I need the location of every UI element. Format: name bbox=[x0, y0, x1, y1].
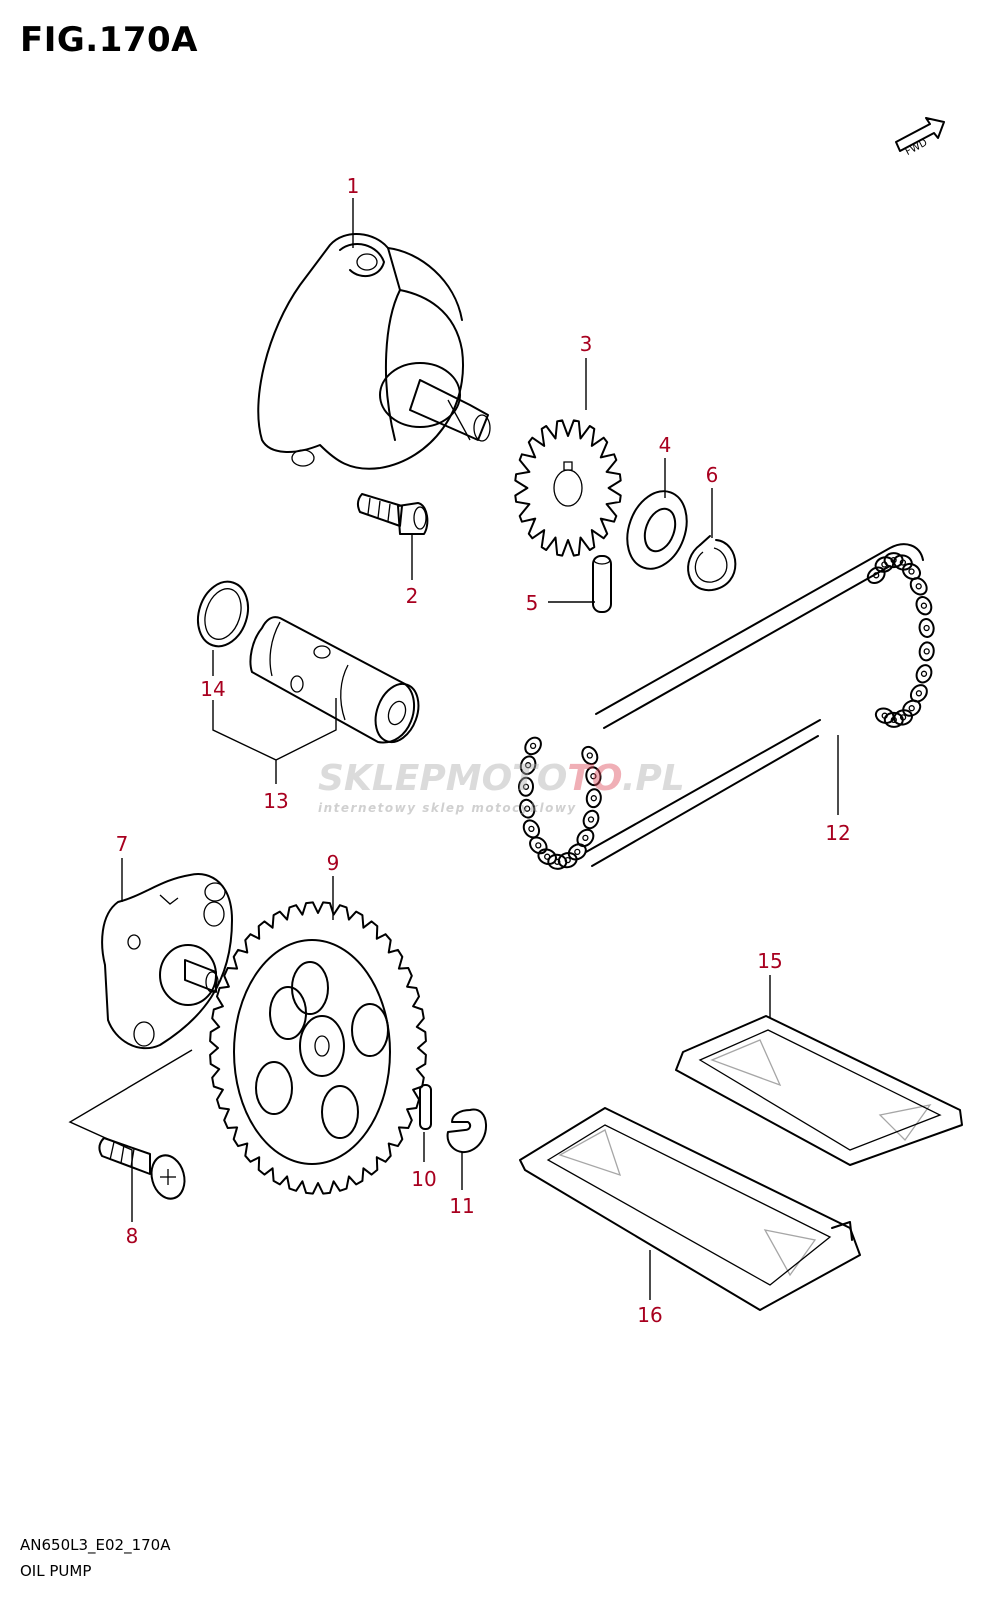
oil-pump-drive-chain-part bbox=[517, 543, 935, 870]
callout-10: 10 bbox=[411, 1167, 436, 1191]
oil-pump-driven-gear-part bbox=[209, 901, 427, 1195]
callout-7: 7 bbox=[116, 832, 129, 856]
pump-drive-sprocket-part bbox=[514, 419, 622, 557]
housing-screw-part bbox=[98, 1137, 186, 1200]
gear-pin-part bbox=[419, 1084, 432, 1130]
oil-strainer-lower-part bbox=[519, 1107, 861, 1311]
thrust-washer-part bbox=[626, 490, 688, 570]
callout-1: 1 bbox=[347, 174, 360, 198]
callout-5: 5 bbox=[526, 591, 539, 615]
callout-14: 14 bbox=[200, 677, 225, 701]
oil-pump-body-part bbox=[257, 232, 491, 470]
figure-name-label: OIL PUMP bbox=[20, 1562, 92, 1580]
figure-title: FIG.170A bbox=[20, 20, 198, 60]
callout-labels: 1 2 3 4 5 6 7 8 9 10 11 12 13 14 15 16 bbox=[116, 174, 851, 1327]
watermark-brand-c: .PL bbox=[622, 758, 685, 799]
model-code-label: AN650L3_E02_170A bbox=[20, 1536, 171, 1554]
callout-11: 11 bbox=[449, 1194, 474, 1218]
watermark-tagline: internetowy sklep motocyklowy bbox=[318, 801, 577, 815]
circlip-part bbox=[687, 535, 737, 592]
callout-15: 15 bbox=[757, 949, 782, 973]
callout-9: 9 bbox=[327, 851, 340, 875]
callout-2: 2 bbox=[406, 584, 419, 608]
callout-16: 16 bbox=[637, 1303, 662, 1327]
fwd-label: FWD bbox=[904, 137, 930, 158]
oil-strainer-upper-part bbox=[675, 1015, 963, 1166]
e-clip-part bbox=[446, 1108, 487, 1153]
leader-lines bbox=[68, 198, 839, 1300]
watermark-brand-b: TO bbox=[567, 758, 622, 799]
watermark: SKLEPMOTOTO.PL internetowy sklep motocyk… bbox=[318, 758, 685, 815]
forward-direction-arrow-icon: FWD bbox=[895, 117, 945, 158]
callout-4: 4 bbox=[659, 433, 672, 457]
callout-8: 8 bbox=[126, 1224, 139, 1248]
watermark-brand: SKLEPMOTOTO.PL bbox=[318, 758, 685, 799]
oil-pump-sleeve-part bbox=[249, 616, 420, 744]
dowel-pin-part bbox=[592, 555, 612, 613]
watermark-brand-a: SKLEPMOTO bbox=[318, 758, 567, 799]
callout-3: 3 bbox=[580, 332, 593, 356]
oil-pump-housing-part bbox=[101, 873, 233, 1050]
callout-6: 6 bbox=[706, 463, 719, 487]
callout-12: 12 bbox=[825, 821, 850, 845]
pump-mounting-bolt-part bbox=[356, 493, 429, 535]
o-ring-part bbox=[197, 580, 249, 648]
callout-13: 13 bbox=[263, 789, 288, 813]
